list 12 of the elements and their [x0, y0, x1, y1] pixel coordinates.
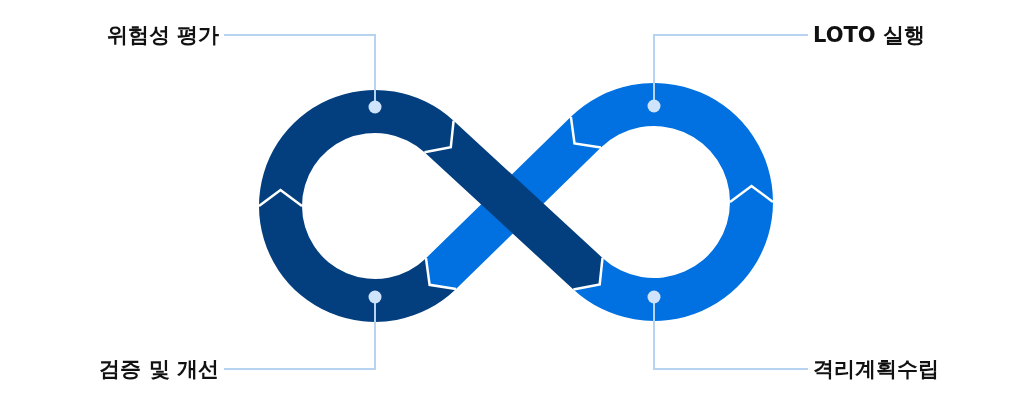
loop-segment [573, 186, 773, 321]
leader-line [223, 34, 382, 114]
leader-line [223, 290, 382, 370]
step-label: 위험성 평가 [106, 22, 219, 48]
loop-segment [570, 83, 773, 202]
loop-segment [259, 90, 454, 206]
leader-line [647, 34, 809, 113]
step-label: LOTO 실행 [813, 22, 925, 48]
step-label: 검증 및 개선 [99, 356, 219, 382]
leader-line [647, 290, 809, 370]
step-label: 격리계획수립 [813, 356, 939, 382]
loop-segment [259, 190, 456, 322]
